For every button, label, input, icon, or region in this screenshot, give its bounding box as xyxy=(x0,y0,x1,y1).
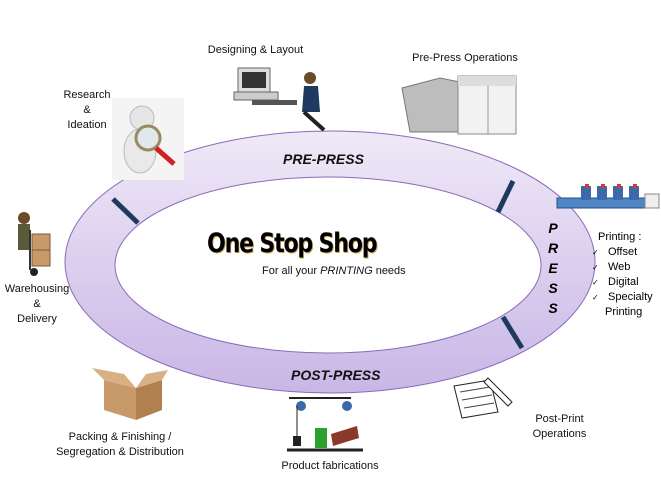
cardboard-box-icon xyxy=(92,368,168,420)
hand-truck-worker-icon xyxy=(18,212,51,276)
printing-item: ✓ Offset xyxy=(592,245,653,260)
packing-label: Packing & Finishing / Segregation & Dist… xyxy=(40,430,200,460)
center-title: One Stop Shop xyxy=(207,228,378,259)
magnifier-person-icon xyxy=(112,98,184,180)
printing-press-icon xyxy=(556,184,660,209)
design-label: Designing & Layout xyxy=(207,44,304,56)
printing-heading: Printing : xyxy=(598,231,642,243)
divider-bottom-right xyxy=(500,315,525,350)
post-press-label: POST-PRESS xyxy=(291,367,381,383)
label-line: & xyxy=(33,298,41,310)
label-line: Operations xyxy=(532,428,587,440)
press-letter: S xyxy=(548,300,558,316)
divider-left xyxy=(111,197,140,225)
prepress-label: Pre-Press Operations xyxy=(412,52,518,64)
pre-press-label: PRE-PRESS xyxy=(283,151,364,167)
label-line: Packing & Finishing / xyxy=(68,431,172,443)
label-line: Ideation xyxy=(67,119,107,131)
item-text: Specialty xyxy=(608,291,653,303)
press-letter: P xyxy=(548,220,558,236)
computer-designer-icon xyxy=(233,67,326,132)
check-icon: ✓ xyxy=(592,278,599,287)
fabrication-label: Product fabrications xyxy=(281,460,379,472)
post-print-machine-icon xyxy=(453,377,513,419)
fabrication-pulley-icon xyxy=(287,397,363,452)
divider-top-right xyxy=(495,179,516,214)
printing-item: ✓ Digital xyxy=(592,275,653,290)
press-letter: E xyxy=(548,260,558,276)
press-letter: S xyxy=(548,280,558,296)
press-letter: R xyxy=(547,240,559,256)
printing-item: ✓ Web xyxy=(592,260,653,275)
label-line: Warehousing xyxy=(4,283,70,295)
label-line: Segregation & Distribution xyxy=(56,446,184,458)
subtitle-text: needs xyxy=(372,265,406,277)
check-icon: ✓ xyxy=(592,293,599,302)
prepress-machine-icon xyxy=(401,75,517,135)
research-label: Research & Ideation xyxy=(52,88,122,133)
ring-band xyxy=(64,130,596,394)
printing-list: Printing : ✓ Offset ✓ Web ✓ Digital ✓ Specia… xyxy=(592,230,653,320)
center-subtitle: For all your PRINTING needs xyxy=(262,265,406,277)
press-label: P R E S S xyxy=(546,218,560,318)
label-line: Research xyxy=(63,89,111,101)
check-icon: ✓ xyxy=(592,248,599,257)
check-icon: ✓ xyxy=(592,263,599,272)
printing-item: ✓ Specialty xyxy=(592,290,653,305)
label-line: Post-Print xyxy=(535,413,584,425)
item-text: Digital xyxy=(608,276,639,288)
subtitle-emphasis: PRINTING xyxy=(320,265,373,277)
printing-tail: Printing xyxy=(605,306,643,318)
label-line: Delivery xyxy=(17,313,57,325)
item-text: Web xyxy=(608,261,631,273)
label-line: & xyxy=(83,104,91,116)
item-text: Offset xyxy=(608,246,638,258)
warehousing-label: Warehousing & Delivery xyxy=(2,282,72,327)
subtitle-text: For all your xyxy=(262,265,321,277)
postprint-label: Post-Print Operations xyxy=(522,412,597,442)
